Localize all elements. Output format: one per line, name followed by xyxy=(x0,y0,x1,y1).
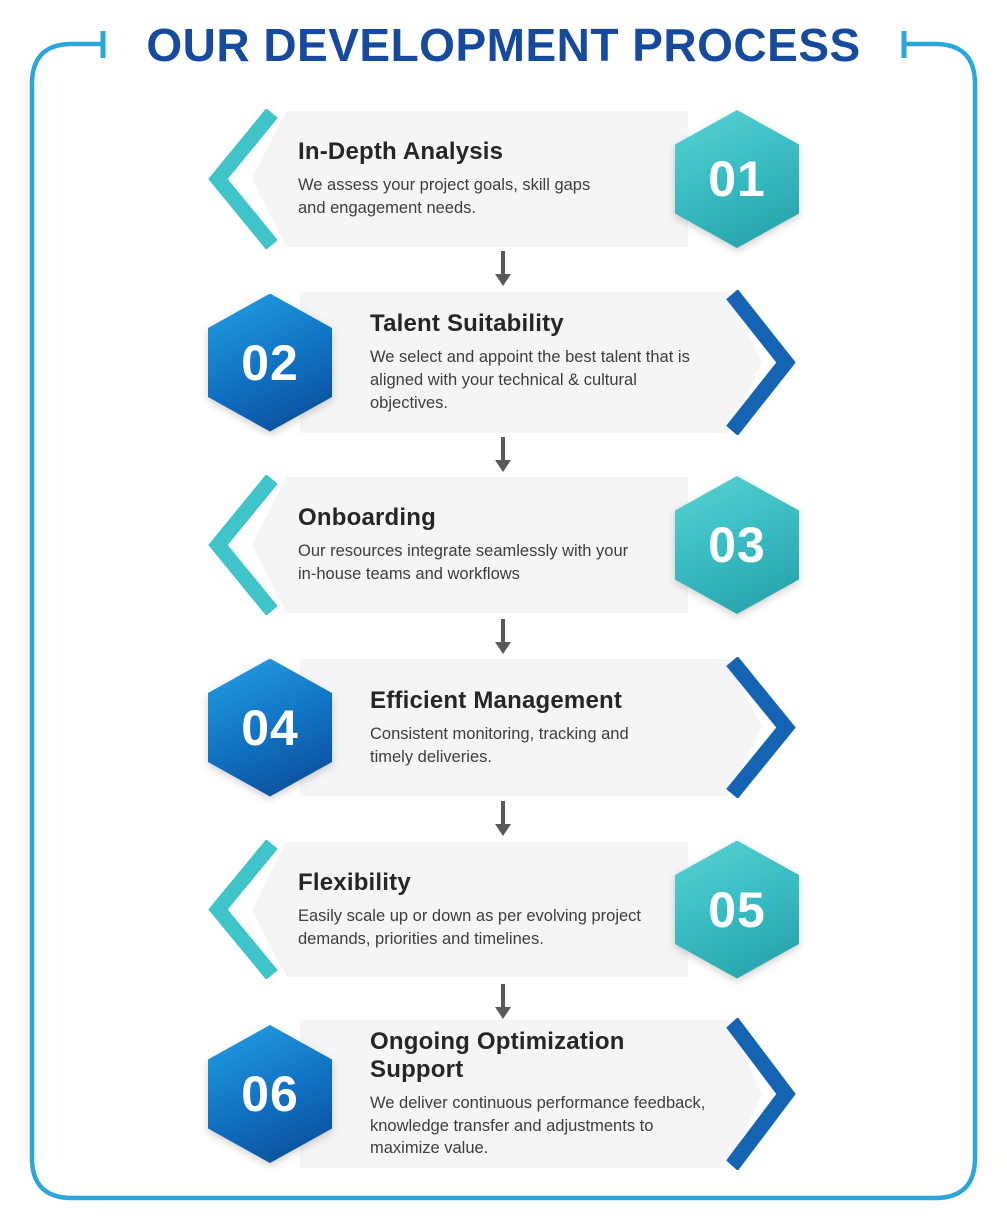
page-title: OUR DEVELOPMENT PROCESS xyxy=(146,19,861,71)
step-description: We select and appoint the best talent th… xyxy=(370,348,690,412)
step-card: Efficient Management Consistent monitori… xyxy=(300,659,762,796)
process-step-2: Talent Suitability We select and appoint… xyxy=(0,290,1007,435)
chevron-right-icon xyxy=(726,290,796,435)
process-step-6: Ongoing Optimization Support We deliver … xyxy=(0,1018,1007,1170)
step-number: 03 xyxy=(708,517,766,573)
step-number: 06 xyxy=(241,1066,299,1122)
step-title: Efficient Management xyxy=(370,686,623,714)
step-number: 02 xyxy=(241,334,299,391)
down-arrow-icon xyxy=(495,801,511,836)
chevron-left-icon xyxy=(208,840,278,979)
hexagon-icon: 05 xyxy=(675,840,799,979)
step-description: Easily scale up or down as per evolving … xyxy=(298,906,642,948)
chevron-left-icon xyxy=(208,475,278,615)
step-card: Talent Suitability We select and appoint… xyxy=(300,292,762,433)
step-description: Our resources integrate seamlessly with … xyxy=(298,542,629,583)
step-description: We deliver continuous performance feedba… xyxy=(370,1093,706,1158)
step-title: Ongoing Optimization Support xyxy=(370,1027,625,1083)
process-step-1: In-Depth Analysis We assess your project… xyxy=(0,109,1007,249)
down-arrow-icon xyxy=(495,437,511,472)
step-title: Onboarding xyxy=(298,504,436,532)
step-card: Onboarding Our resources integrate seaml… xyxy=(252,477,688,613)
chevron-right-icon xyxy=(726,1018,796,1170)
process-step-5: Flexibility Easily scale up or down as p… xyxy=(0,840,1007,979)
step-title: Talent Suitability xyxy=(370,310,564,338)
process-step-3: Onboarding Our resources integrate seaml… xyxy=(0,475,1007,615)
hexagon-icon: 01 xyxy=(675,110,799,248)
step-description: Consistent monitoring, tracking and time… xyxy=(370,724,629,766)
step-card: Flexibility Easily scale up or down as p… xyxy=(252,842,688,977)
step-title: In-Depth Analysis xyxy=(298,138,504,166)
step-card: In-Depth Analysis We assess your project… xyxy=(252,111,688,247)
step-number: 01 xyxy=(708,151,766,207)
chevron-right-icon xyxy=(726,657,796,798)
process-step-4: Efficient Management Consistent monitori… xyxy=(0,657,1007,798)
down-arrow-icon xyxy=(495,251,511,286)
down-arrow-icon xyxy=(495,984,511,1019)
step-description: We assess your project goals, skill gaps… xyxy=(298,176,591,217)
step-card: Ongoing Optimization Support We deliver … xyxy=(300,1020,762,1168)
down-arrow-icon xyxy=(495,619,511,654)
step-title: Flexibility xyxy=(298,868,411,896)
step-number: 04 xyxy=(241,699,299,756)
step-number: 05 xyxy=(708,881,766,938)
hexagon-icon: 03 xyxy=(675,476,799,614)
chevron-left-icon xyxy=(208,109,278,249)
